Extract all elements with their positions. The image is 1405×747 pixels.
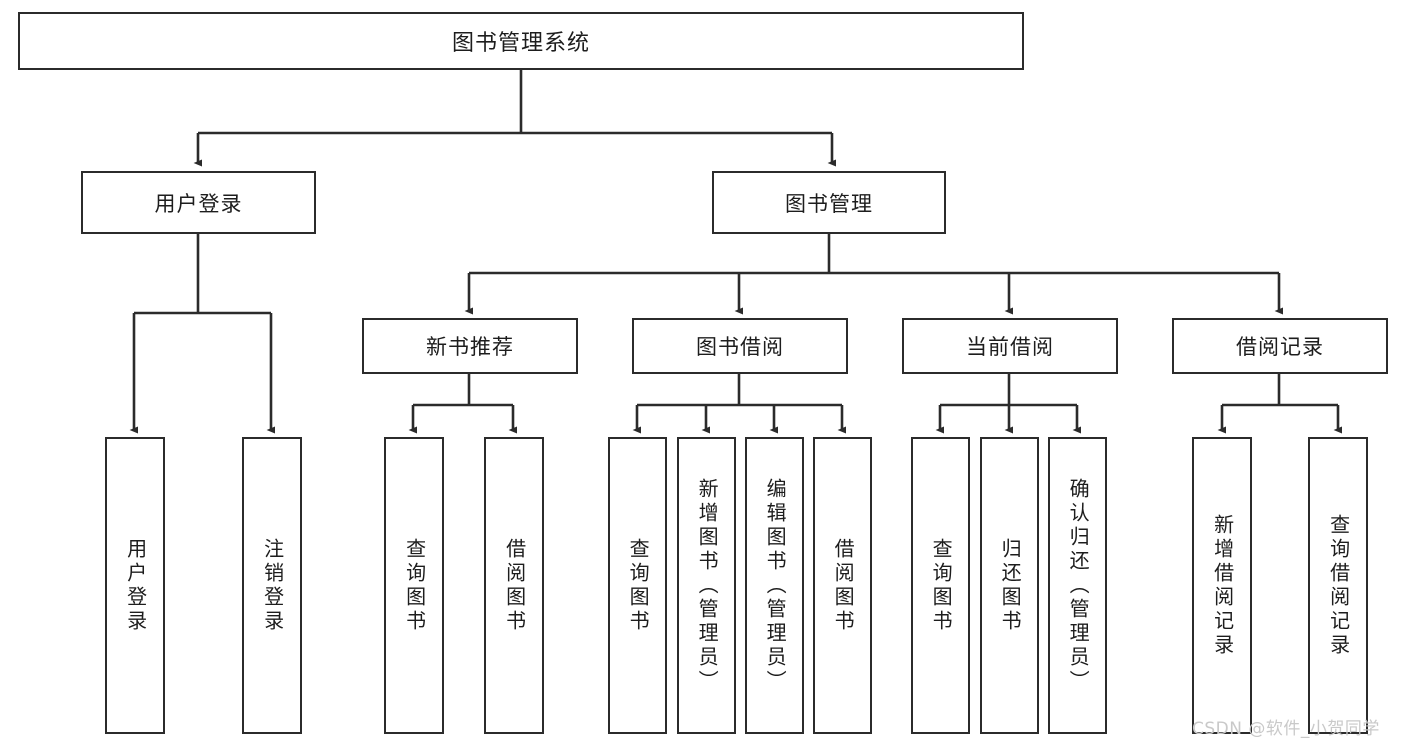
leaf-record-add-record[interactable]: 新增借阅记录 [1192, 437, 1252, 734]
leaf-recommend-query-book[interactable]: 查询图书 [384, 437, 444, 734]
node-label: 当前借阅 [966, 335, 1054, 359]
leaf-user-login-login[interactable]: 用户登录 [105, 437, 165, 734]
node-label: 新增图书（管理员） [695, 477, 720, 694]
node-label: 借阅图书 [502, 537, 527, 634]
node-book-borrow[interactable]: 图书借阅 [632, 318, 848, 374]
leaf-current-query-book[interactable]: 查询图书 [911, 437, 970, 734]
node-label: 借阅图书 [831, 537, 856, 634]
node-new-book-recommend[interactable]: 新书推荐 [362, 318, 578, 374]
leaf-borrow-edit-book-admin[interactable]: 编辑图书（管理员） [745, 437, 804, 734]
leaf-current-return-book[interactable]: 归还图书 [980, 437, 1039, 734]
leaf-recommend-borrow-book[interactable]: 借阅图书 [484, 437, 544, 734]
node-label: 查询借阅记录 [1326, 513, 1351, 658]
node-label: 图书管理 [785, 191, 873, 216]
node-label: 图书管理系统 [451, 31, 590, 56]
node-root-system[interactable]: 图书管理系统 [18, 12, 1024, 70]
node-label: 图书借阅 [696, 335, 784, 359]
leaf-user-login-logout[interactable]: 注销登录 [242, 437, 302, 734]
leaf-current-confirm-return-admin[interactable]: 确认归还（管理员） [1048, 437, 1107, 734]
node-label: 查询图书 [929, 537, 954, 634]
csdn-watermark: CSDN @软件_小贺同学 [1192, 719, 1380, 739]
node-label: 借阅记录 [1236, 335, 1324, 359]
node-label: 用户登录 [154, 191, 243, 216]
node-label: 用户登录 [123, 537, 148, 634]
node-label: 确认归还（管理员） [1066, 477, 1091, 694]
node-user-login[interactable]: 用户登录 [81, 171, 316, 234]
leaf-borrow-borrow-book[interactable]: 借阅图书 [813, 437, 872, 734]
node-label: 归还图书 [998, 537, 1023, 634]
node-label: 新增借阅记录 [1210, 513, 1235, 658]
node-borrow-record[interactable]: 借阅记录 [1172, 318, 1388, 374]
node-label: 注销登录 [260, 537, 285, 634]
node-label: 编辑图书（管理员） [763, 477, 788, 694]
node-book-management[interactable]: 图书管理 [712, 171, 946, 234]
node-label: 查询图书 [402, 537, 427, 634]
node-label: 新书推荐 [426, 335, 514, 359]
leaf-borrow-add-book-admin[interactable]: 新增图书（管理员） [677, 437, 736, 734]
node-label: 查询图书 [626, 537, 651, 634]
leaf-borrow-query-book[interactable]: 查询图书 [608, 437, 667, 734]
leaf-record-query-record[interactable]: 查询借阅记录 [1308, 437, 1368, 734]
node-current-borrow[interactable]: 当前借阅 [902, 318, 1118, 374]
